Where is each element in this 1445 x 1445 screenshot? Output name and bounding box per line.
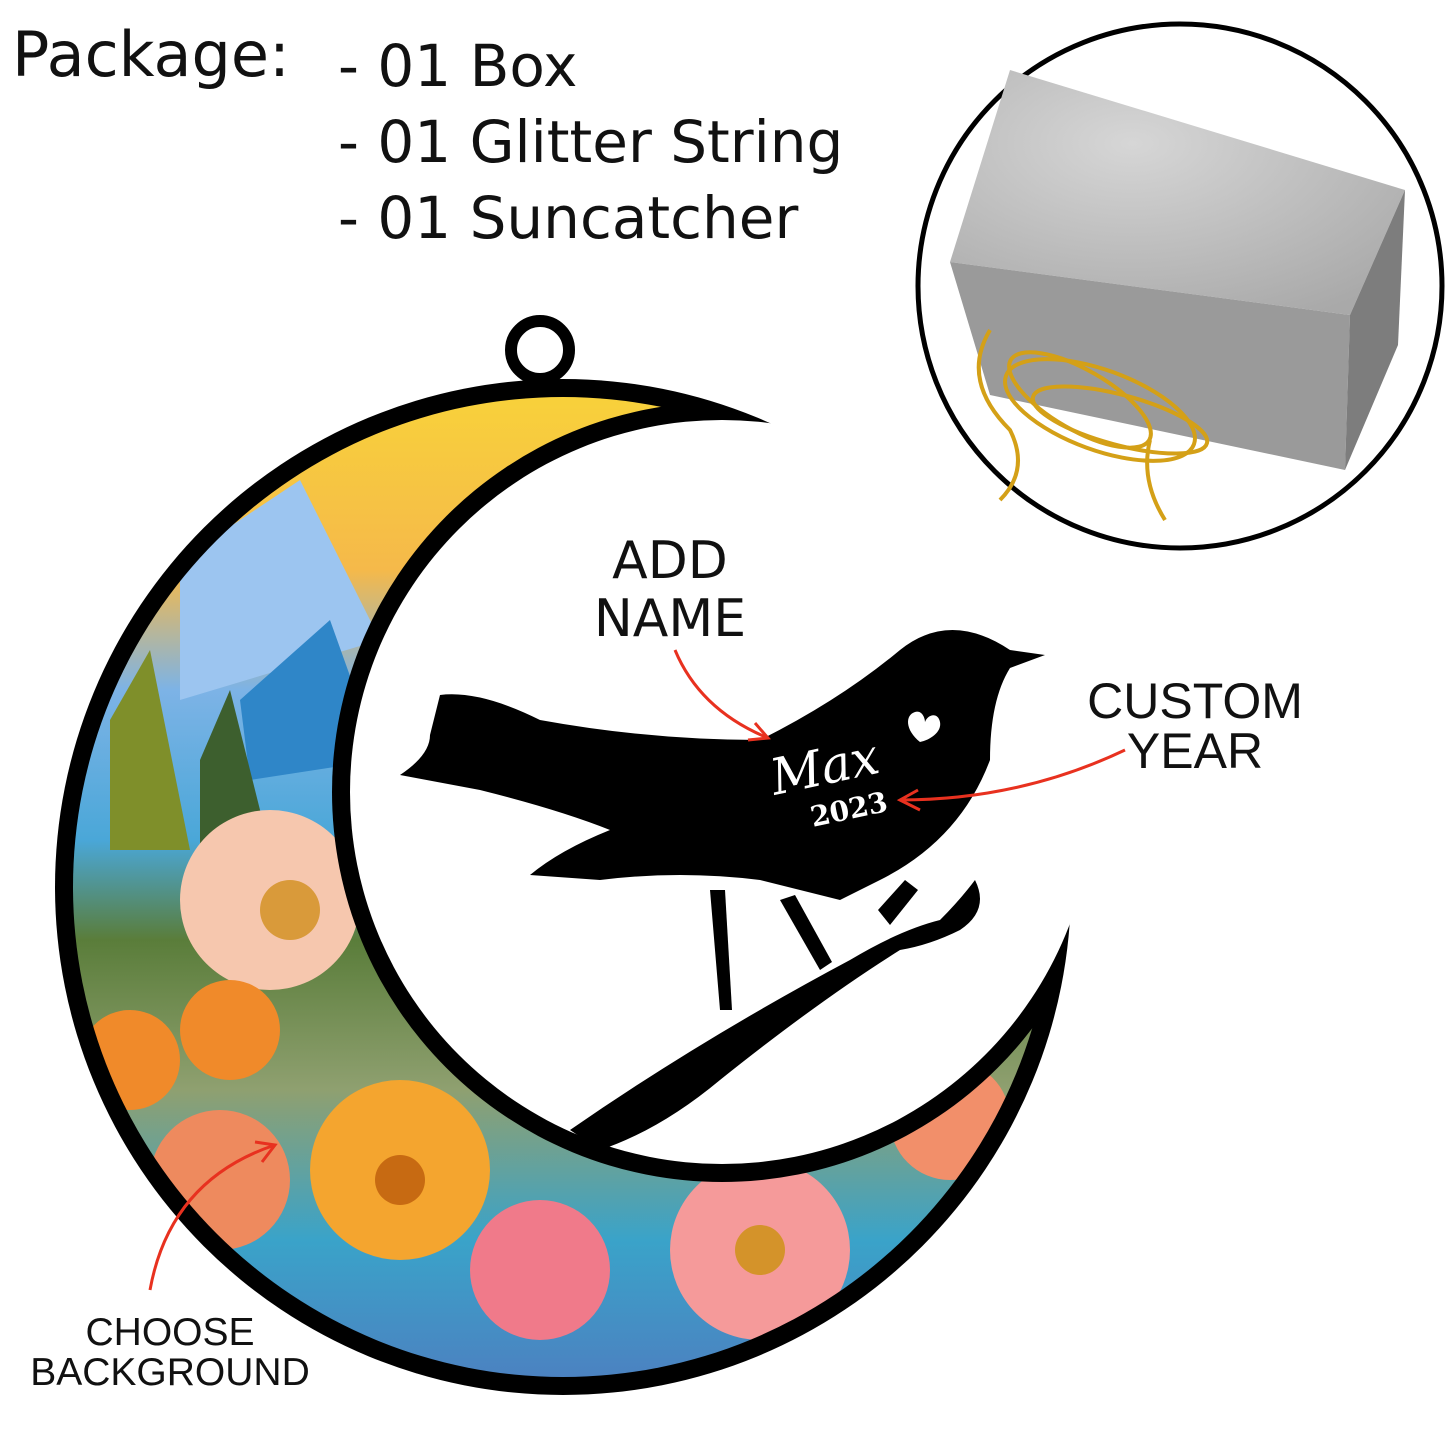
- box-front: [950, 262, 1350, 470]
- callout-line: NAME: [593, 589, 747, 649]
- callout-line: ADD: [612, 531, 728, 591]
- heart-icon: [908, 711, 941, 742]
- callout-line: YEAR: [1126, 723, 1264, 779]
- callout-line: CUSTOM: [1087, 673, 1303, 729]
- callout-choose-background: CHOOSE BACKGROUND: [20, 1313, 320, 1393]
- callout-line: CHOOSE: [85, 1311, 255, 1354]
- arrow-custom-year: [899, 748, 1126, 802]
- package-item-string: - 01 Glitter String: [338, 108, 844, 176]
- callout-custom-year: CUSTOM YEAR: [1080, 676, 1310, 776]
- callout-arrows: [148, 649, 1126, 1291]
- package-list: - 01 Box - 01 Glitter String - 01 Suncat…: [338, 28, 843, 256]
- package-item-box: - 01 Box: [338, 32, 578, 100]
- arrow-add-name: [673, 649, 769, 740]
- package-title: Package:: [12, 18, 290, 91]
- callout-add-name: ADD NAME: [590, 532, 750, 648]
- box-side: [1345, 190, 1405, 470]
- arrow-choose-background: [148, 1143, 276, 1291]
- box-lid: [950, 70, 1405, 315]
- package-item-suncatcher: - 01 Suncatcher: [338, 184, 799, 252]
- stained-glass-background: [60, 390, 1060, 1390]
- moon-suncatcher: [40, 370, 1090, 1410]
- bird-silhouette: [400, 630, 1045, 1150]
- callout-line: BACKGROUND: [30, 1351, 310, 1394]
- branch: [570, 880, 980, 1150]
